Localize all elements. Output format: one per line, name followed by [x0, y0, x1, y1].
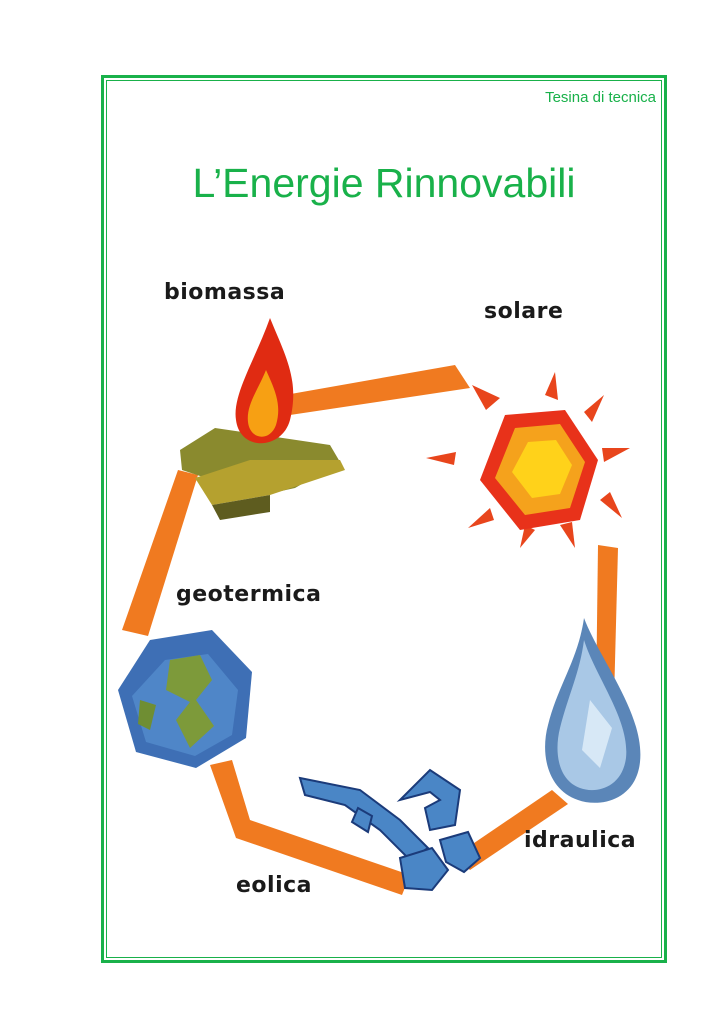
- sun-icon: [426, 372, 630, 548]
- fire-icon: [180, 318, 345, 520]
- arrow-geotermica-biomassa: [122, 470, 198, 636]
- label-geotermica: geotermica: [176, 582, 322, 607]
- page-title: L’Energie Rinnovabili: [192, 160, 576, 206]
- label-solare: solare: [484, 299, 564, 324]
- wind-icon: [298, 768, 482, 892]
- earth-icon: [118, 630, 252, 768]
- label-biomassa: biomassa: [164, 280, 286, 305]
- water-drop-icon: [545, 618, 641, 803]
- arrow-eolica-geotermica: [210, 760, 410, 895]
- label-eolica: eolica: [236, 873, 313, 898]
- arrow-idraulica-eolica: [455, 790, 568, 870]
- header-subject: Tesina di tecnica: [545, 89, 656, 106]
- page-border-outer: [101, 75, 667, 963]
- label-idraulica: idraulica: [524, 828, 637, 853]
- arrow-biomassa-solare: [285, 365, 470, 415]
- page-border-inner: [106, 80, 662, 958]
- cycle-arrows: [122, 365, 618, 895]
